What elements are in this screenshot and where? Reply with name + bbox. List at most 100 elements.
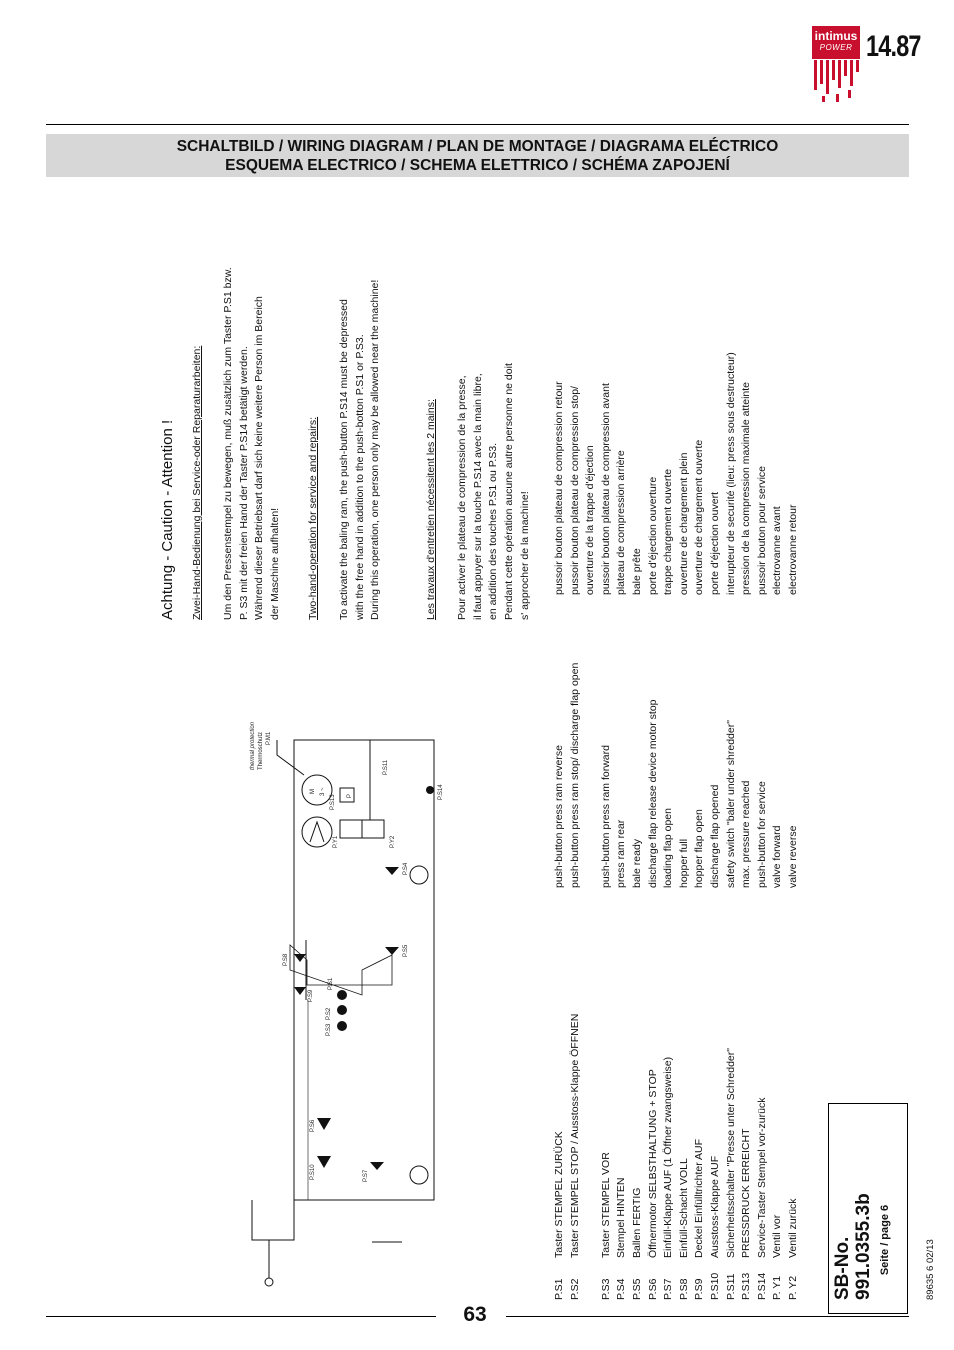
label-ps8: P.S8 [283,953,289,966]
label-thermal: thermal protection [250,721,256,770]
legend-english: push-button press ram reverse push-butto… [552,663,802,888]
caution-fr-heading: Les travaux d'entretien nécessitent les … [425,399,437,620]
valve-block [339,819,363,839]
button-ps1-icon [337,990,347,1000]
legend-de-item: Einfüll-Schacht VOLL [677,1158,690,1258]
legend-fr-item: plateau de compression arrière [615,450,628,595]
legend-fr-item: trappe chargement ouverte [662,468,675,595]
brand-logo-stripes-icon [814,60,859,102]
legend-code: P.S10 [708,1272,721,1300]
legend-en-item: valve forward [771,825,784,888]
caution-german: Zwei-Hand-Bedienung bei Service-oder Rep… [190,267,284,620]
legend-de-item: Deckel Einfülltrichter AUF [693,1138,706,1258]
caution-de-line: Um den Pressenstempel zu bewegen, muß zu… [222,267,235,620]
legend-code: P.S3 [599,1278,612,1300]
legend-de-item: Taster STEMPEL ZURÜCK [553,1131,565,1258]
label-ps6: P.S6 [310,1119,316,1132]
legend-en-item: bale ready [630,838,643,888]
sb-label: SB-No. [832,1236,853,1300]
motor-symbol [301,774,333,806]
bottom-rule-right [506,1316,909,1317]
legend-de-item: Stempel HINTEN [615,1177,628,1258]
caution-de-heading: Zwei-Hand-Bedienung bei Service-oder Rep… [191,345,203,620]
label-ps11: P.S11 [383,759,389,775]
legend-code: P.S11 [724,1273,737,1300]
legend-code: P.S4 [615,1278,628,1300]
title-band: SCHALTBILD / WIRING DIAGRAM / PLAN DE MO… [46,134,909,177]
label-ps13: P.S13 [330,794,336,810]
title-line-2: ESQUEMA ELECTRICO / SCHEMA ELETTRICO / S… [225,157,730,174]
legend-fr-item: pussoir bouton pour service [755,466,768,595]
caution-de-line: P. S3 mit der freien Hand der Taster P.S… [237,346,250,620]
caution-de-line: der Maschine aufhalten! [268,507,281,620]
legend-code: P.S9 [693,1278,706,1300]
wiring-diagram: P.S1 P.S2 P.S3 P.S4 P.S5 P.S6 P.S7 P.S8 … [250,721,444,1287]
legend-en-item: push-button press ram stop/ discharge fl… [568,662,581,888]
top-rule [46,124,909,125]
legend-german: Taster STEMPEL ZURÜCK Taster STEMPEL STO… [552,1014,802,1258]
label-thermo: Thermoschutz [258,732,264,770]
legend-fr-item: ouverture de chargement plein [677,452,690,595]
label-pm1: P.M1 [266,731,272,745]
wheel-right [409,865,429,885]
caution-en-heading: Two-hand-operation for service and repai… [307,416,319,620]
legend-fr-item: ouverture de chargement ouverte [693,439,706,595]
label-ps5: P.S5 [403,944,409,957]
switch-ps8-icon [294,954,306,962]
caution-fr-line: Pendant cette opération aucune autre per… [502,363,515,620]
label-ps4: P.S4 [403,862,409,875]
label-ps2: P.S2 [326,1007,332,1020]
switch-ps14-icon [426,786,434,794]
switch-ps6-icon [317,1118,331,1130]
caution-fr-line: il faut appuyer sur la touche P.S14 avec… [471,373,484,620]
legend-fr-item: interupteur de securité (lieu: press sou… [724,352,737,595]
legend-code: P.S2 [568,1278,581,1300]
caution-english: Two-hand-operation for service and repai… [306,280,384,620]
legend-fr-item: electrovanne avant [771,506,784,595]
legend-de-item: Öffnermotor SELBSTHALTUNG + STOP [646,1069,659,1258]
legend-fr-item: bale prête [630,548,643,595]
legend-en-item: press ram rear [615,819,628,888]
legend-en-item: hopper flap open [693,809,706,888]
legend-french: pussoir bouton plateau de compression re… [552,352,802,595]
label-py2: P.Y2 [390,835,396,848]
legend-code: P.S1 [553,1278,565,1300]
legend-fr-item: pression de la compression maximale atte… [740,381,753,595]
brand-name: intimus [814,29,858,43]
legend-fr-item: pussoir bouton plateau de compression st… [568,386,581,595]
legend-fr-item: pussoir bouton plateau de compression av… [599,383,612,595]
switch-ps9-icon [294,987,306,995]
legend-en-item: loading flap open [662,808,675,888]
legend-en-item: push-button press ram forward [599,745,612,888]
label-ps7: P.S7 [363,1169,369,1182]
legend-fr-item: ouverture de la trappe d'éjection [584,445,597,595]
label-motor-m: M [310,789,316,794]
legend-codes: P.S1 P.S2 P.S3 P.S4 P.S5 P.S6 P.S7 P.S8 … [552,1273,802,1300]
label-ps10: P.S10 [310,1164,316,1180]
legend-de-item: PRESSDRUCK ERREICHT [740,1128,753,1258]
legend-code: P.S7 [662,1278,675,1300]
caution-title: Achtung - Caution - Attention ! [159,419,176,620]
legend-fr-item: pussoir bouton plateau de compression re… [553,381,565,595]
caution-french: Les travaux d'entretien nécessitent les … [424,363,533,620]
legend-de-item: Einfüll-Klappe AUF (1 Öffner zwangsweise… [662,1056,675,1258]
switch-ps7-icon [370,1162,384,1170]
caution-fr-line: Pour activer le plateau de compression d… [456,375,469,620]
legend-code: P.S8 [677,1278,690,1300]
caution-de-line: Während dieser Betriebsart darf sich kei… [253,296,266,620]
legend-de-item: Ausstoss-Klappe AUF [708,1155,721,1258]
brand-sub: POWER [819,43,853,52]
legend-en-item: hopper full [677,838,690,888]
bottom-rule-left [46,1316,436,1317]
caution-en-line: with the free hand in addition to the pu… [353,334,366,620]
label-ps9: P.S9 [308,989,314,1002]
sb-text: SB-No. 991.0355.3b Seite / page 6 [832,1089,891,1300]
legend-code: P. Y1 [771,1275,784,1300]
legend-de-item: Sicherheitsschalter "Presse unter Schred… [724,1048,737,1258]
legend-code: P. Y2 [786,1275,799,1300]
legend-en-item: valve reverse [786,825,799,888]
sb-number: 991.0355.3b [853,1193,874,1300]
legend-fr-item: porte d'éjection ouverture [646,476,659,595]
switch-ps4-icon [385,867,399,875]
caution-en-line: To activate the baling ram, the push-but… [338,299,351,620]
